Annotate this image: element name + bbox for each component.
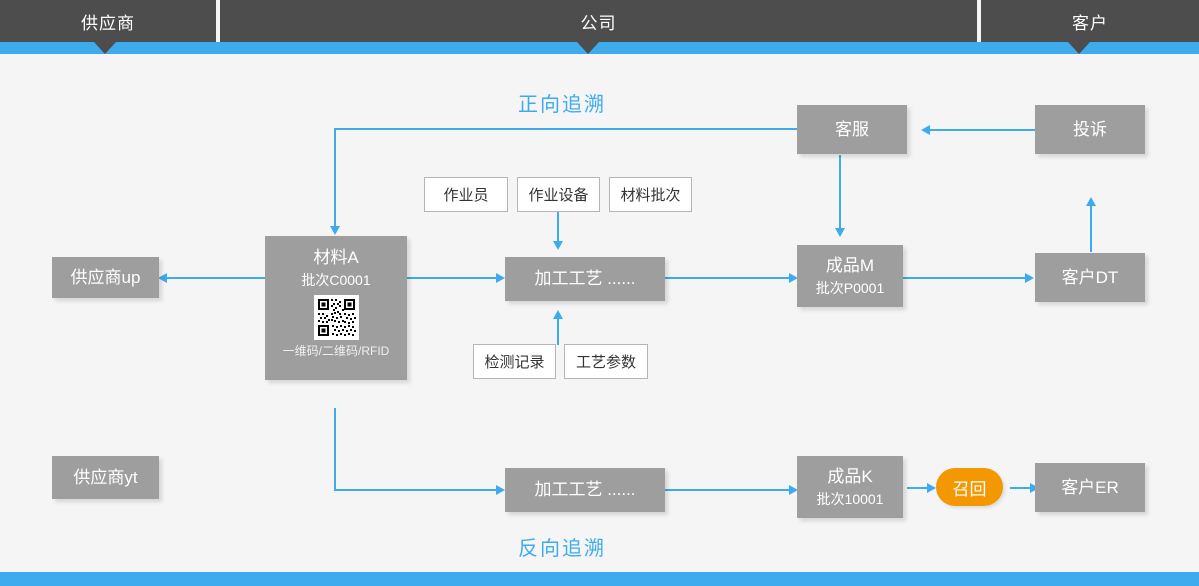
arrowhead-into-process-top-from-records-icon <box>553 310 563 319</box>
connector-product-m-to-customer-dt <box>903 277 1025 279</box>
connector-service-to-product-m <box>839 155 841 231</box>
connector-material-to-process-top <box>407 277 496 279</box>
connector-process-bottom-to-product-k <box>665 489 790 491</box>
material-a-batch: 批次C0001 <box>301 272 371 288</box>
node-customer-er[interactable]: 客户ER <box>1035 463 1145 512</box>
connector-process-top-to-product-m <box>665 277 790 279</box>
header-pointer-supplier-icon <box>94 42 116 54</box>
connector-product-k-to-recall <box>907 487 929 489</box>
arrowhead-into-process-top-icon <box>496 273 505 283</box>
connector-equipment-to-process-top <box>557 212 559 244</box>
qr-code-icon <box>313 295 359 340</box>
arrowhead-into-product-m-from-service-icon <box>835 228 845 237</box>
node-label: 供应商up <box>70 267 141 287</box>
product-m-batch: 批次P0001 <box>815 279 885 296</box>
node-label: 作业员 <box>443 187 489 204</box>
node-label: 客服 <box>835 119 869 139</box>
connector-customer-dt-to-complaint <box>1090 200 1092 252</box>
node-process-top[interactable]: 加工工艺 ...... <box>505 257 665 301</box>
node-customer-dt[interactable]: 客户DT <box>1035 253 1145 302</box>
product-k-batch: 批次10001 <box>816 490 884 507</box>
node-process-params[interactable]: 工艺参数 <box>564 344 648 379</box>
header-accent-bar <box>0 42 1199 54</box>
header-segment-supplier: 供应商 <box>0 0 216 42</box>
connector-service-to-material-vertical <box>334 128 336 228</box>
node-label: 召回 <box>952 479 987 499</box>
node-label: 检测记录 <box>484 354 545 371</box>
node-supplier-yt[interactable]: 供应商yt <box>52 456 159 499</box>
node-label: 投诉 <box>1073 119 1107 139</box>
header-segment-company: 公司 <box>220 0 977 42</box>
connector-records-to-process-top <box>557 313 559 345</box>
connector-complaint-to-service <box>930 129 1035 131</box>
node-material-a[interactable]: 材料A 批次C0001 <box>265 236 407 380</box>
node-process-bottom[interactable]: 加工工艺 ...... <box>505 468 665 512</box>
arrowhead-into-process-top-from-equipment-icon <box>553 241 563 250</box>
arrowhead-into-product-m-icon <box>789 273 798 283</box>
arrowhead-into-customer-er-icon <box>1030 483 1039 493</box>
material-a-code-types: 一维码/二维码/RFID <box>282 344 390 358</box>
header-segment-label: 供应商 <box>81 13 135 33</box>
connector-material-to-process-bottom-horizontal <box>334 489 496 491</box>
node-inspection-record[interactable]: 检测记录 <box>473 344 556 379</box>
reverse-trace-label: 反向追溯 <box>518 538 606 560</box>
header-segment-customer: 客户 <box>981 0 1199 42</box>
node-label: 材料批次 <box>620 187 681 204</box>
node-label: 作业设备 <box>528 187 589 204</box>
connector-material-to-process-bottom-vertical <box>334 408 336 490</box>
arrowhead-into-customer-dt-icon <box>1025 273 1034 283</box>
node-material-batch[interactable]: 材料批次 <box>609 177 692 212</box>
node-product-m[interactable]: 成品M 批次P0001 <box>797 245 903 307</box>
connector-service-to-material-horizontal <box>334 128 800 130</box>
header-pointer-company-icon <box>577 42 599 54</box>
arrowhead-into-process-bottom-icon <box>496 485 505 495</box>
connector-recall-to-customer-er <box>1010 487 1032 489</box>
node-operator[interactable]: 作业员 <box>424 177 508 212</box>
arrowhead-into-recall-icon <box>927 483 936 493</box>
node-label: 客户ER <box>1061 477 1119 497</box>
header-pointer-customer-icon <box>1068 42 1090 54</box>
node-equipment[interactable]: 作业设备 <box>517 177 600 212</box>
material-a-title: 材料A <box>313 248 359 267</box>
arrowhead-into-supplier-up-icon <box>158 273 167 283</box>
arrowhead-into-complaint-icon <box>1086 197 1096 206</box>
node-product-k[interactable]: 成品K 批次10001 <box>797 456 903 518</box>
node-label: 供应商yt <box>73 467 138 487</box>
header-segment-label: 公司 <box>580 13 617 33</box>
arrowhead-into-product-k-icon <box>789 485 798 495</box>
node-complaint[interactable]: 投诉 <box>1035 105 1145 154</box>
arrowhead-into-material-a-icon <box>330 226 340 235</box>
connector-material-to-supplier-up <box>167 277 266 279</box>
node-label: 客户DT <box>1061 267 1119 287</box>
node-label: 加工工艺 ...... <box>534 480 636 499</box>
product-m-title: 成品M <box>825 255 875 275</box>
header-segment-label: 客户 <box>1072 13 1108 33</box>
footer-accent-bar <box>0 572 1199 586</box>
node-label: 加工工艺 ...... <box>534 269 636 288</box>
node-label: 工艺参数 <box>575 354 636 371</box>
node-supplier-up[interactable]: 供应商up <box>52 257 159 298</box>
product-k-title: 成品K <box>827 466 873 486</box>
node-recall[interactable]: 召回 <box>936 468 1003 506</box>
arrowhead-into-service-icon <box>921 125 930 135</box>
forward-trace-label: 正向追溯 <box>518 94 606 116</box>
node-customer-service[interactable]: 客服 <box>797 105 907 154</box>
